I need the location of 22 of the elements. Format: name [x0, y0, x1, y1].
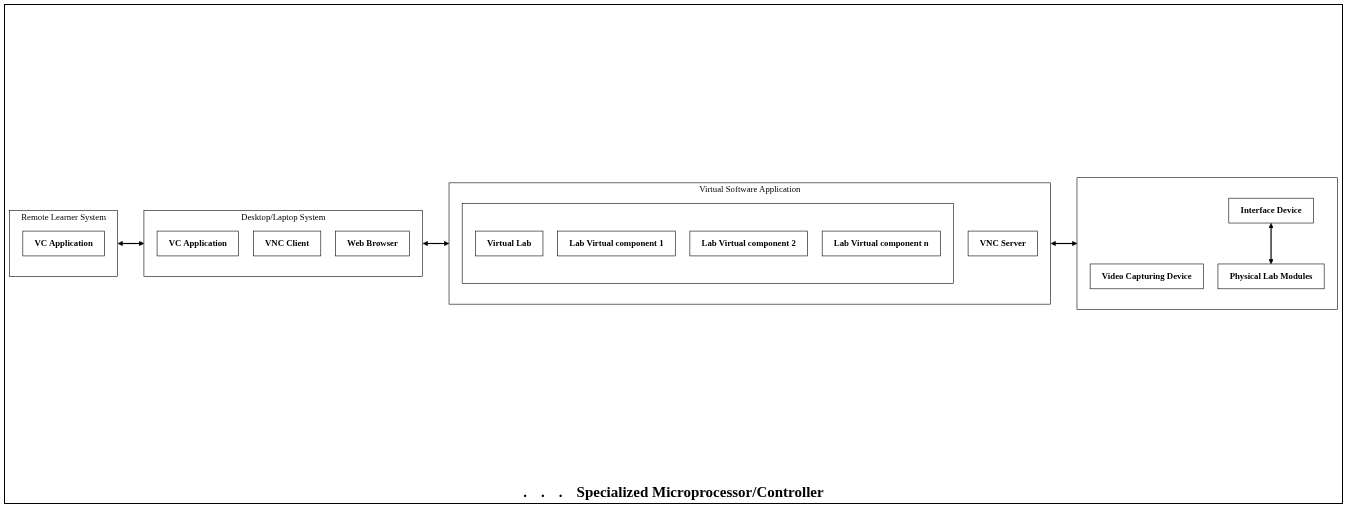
- node-box: Lab Virtual component 2: [689, 230, 808, 257]
- arrow: [117, 240, 145, 247]
- cluster: [461, 203, 954, 284]
- node-box: Lab Virtual component n: [821, 230, 941, 257]
- arrow: [422, 240, 450, 247]
- node-box: Web Browser: [335, 230, 410, 257]
- node-box: Lab Virtual component 1: [557, 230, 676, 257]
- node-box: VC Application: [22, 230, 105, 257]
- arrow: [1050, 240, 1078, 247]
- arrow: [1268, 223, 1274, 265]
- cluster: [1076, 177, 1338, 310]
- caption-text: .: [523, 484, 528, 501]
- caption-text: .: [541, 484, 545, 501]
- node-box: Interface Device: [1228, 197, 1314, 224]
- node-box: VNC Client: [253, 230, 322, 257]
- node-box: Virtual Lab: [475, 230, 544, 257]
- node-box: Video Capturing Device: [1089, 263, 1204, 290]
- node-box: VNC Server: [967, 230, 1038, 257]
- node-box: Physical Lab Modules: [1217, 263, 1325, 290]
- node-box: VC Application: [156, 230, 239, 257]
- caption-text: .: [558, 484, 563, 501]
- caption-text: Specialized Microprocessor/Controller: [576, 484, 824, 501]
